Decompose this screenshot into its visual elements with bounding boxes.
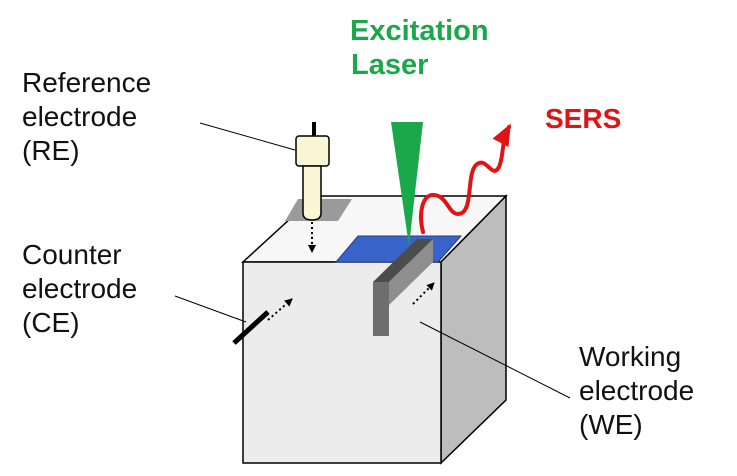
reference-electrode-label: Reference electrode (RE) [22,66,151,168]
reference-leader-line [199,122,296,151]
counter-electrode-label: Counter electrode (CE) [22,238,137,340]
sers-label: SERS [545,103,622,134]
reference-electrode-cap [295,135,330,167]
excitation-laser-beam [391,122,423,246]
working-electrode-top [373,239,433,282]
laser-label-line-1: Excitation [350,15,489,47]
working-label-line-1: Working [579,341,682,372]
reference-electrode-tube [302,165,322,221]
counter-label-line-3: (CE) [22,307,80,338]
working-electrode-plate [373,239,433,336]
counter-label-line-2: electrode [22,273,138,304]
reference-label-line-1: Reference [22,67,152,98]
working-electrode-label: Working electrode (WE) [579,340,694,442]
counter-electrode-rod [232,310,270,345]
counter-label-line-1: Counter [22,239,122,270]
working-electrode-front [373,282,389,336]
working-electrode-side [389,239,433,305]
excitation-laser-label: Excitation Laser [350,14,489,82]
counter-leader-line [174,295,247,323]
working-leader-line [419,321,571,399]
laser-label-line-2: Laser [351,49,429,81]
cell-front-face [242,261,442,464]
reference-label-line-2: electrode [22,101,138,132]
reference-electrode [295,122,330,253]
sers-emission-wave [419,123,511,234]
counter-electrode [232,298,293,345]
working-label-line-3: (WE) [579,409,643,440]
counter-insertion-arrow [267,298,293,321]
working-label-line-2: electrode [579,375,695,406]
reference-label-line-3: (RE) [22,135,80,166]
